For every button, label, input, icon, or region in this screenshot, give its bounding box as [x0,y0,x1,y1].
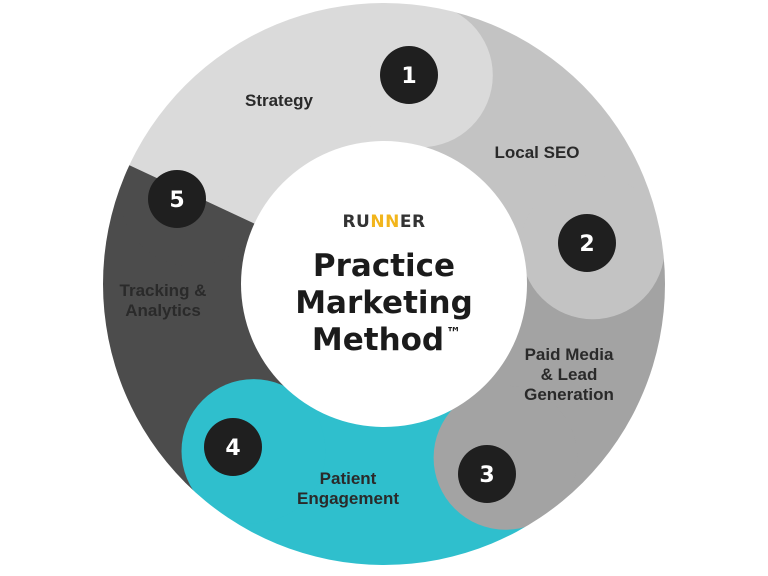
step-5-label-line-2: Analytics [125,301,201,320]
step-5-badge [148,170,206,228]
center-title-line-1: Practice [313,248,455,284]
logo-wordmark: RUNNER [342,212,425,232]
logo-text-right: ER [400,212,426,232]
step-3-label-line-1: Paid Media [525,345,614,364]
step-2-label-line-1: Local SEO [494,143,579,162]
center-circle [243,143,525,425]
logo-text-left: RU [342,212,370,232]
step-2-badge [558,214,616,272]
step-2-number: 2 [579,232,594,257]
step-3-badge [458,445,516,503]
step-5-label-line-1: Tracking & [120,281,207,300]
step-1-badge [380,46,438,104]
step-3-label-line-2: & Lead [541,365,598,384]
step-5-number: 5 [169,188,184,213]
step-3-label-line-3: Generation [524,385,614,404]
step-1-label-line-1: Strategy [245,91,314,110]
step-4-label-line-1: Patient [320,469,377,488]
step-4-number: 4 [225,436,240,461]
step-1-number: 1 [401,64,416,89]
runner-logo: RUNNER [342,212,425,232]
trademark-symbol: ™ [446,324,461,342]
center-title-line-3: Method [312,322,444,358]
center-title: Practice Marketing Method ™ [295,248,473,358]
step-3-number: 3 [479,463,494,488]
number-badges: 1 2 3 4 5 [148,46,616,503]
step-4-badge [204,418,262,476]
logo-text-accent: NN [370,212,399,232]
center-title-line-2: Marketing [295,285,473,321]
step-4-label-line-2: Engagement [297,489,399,508]
